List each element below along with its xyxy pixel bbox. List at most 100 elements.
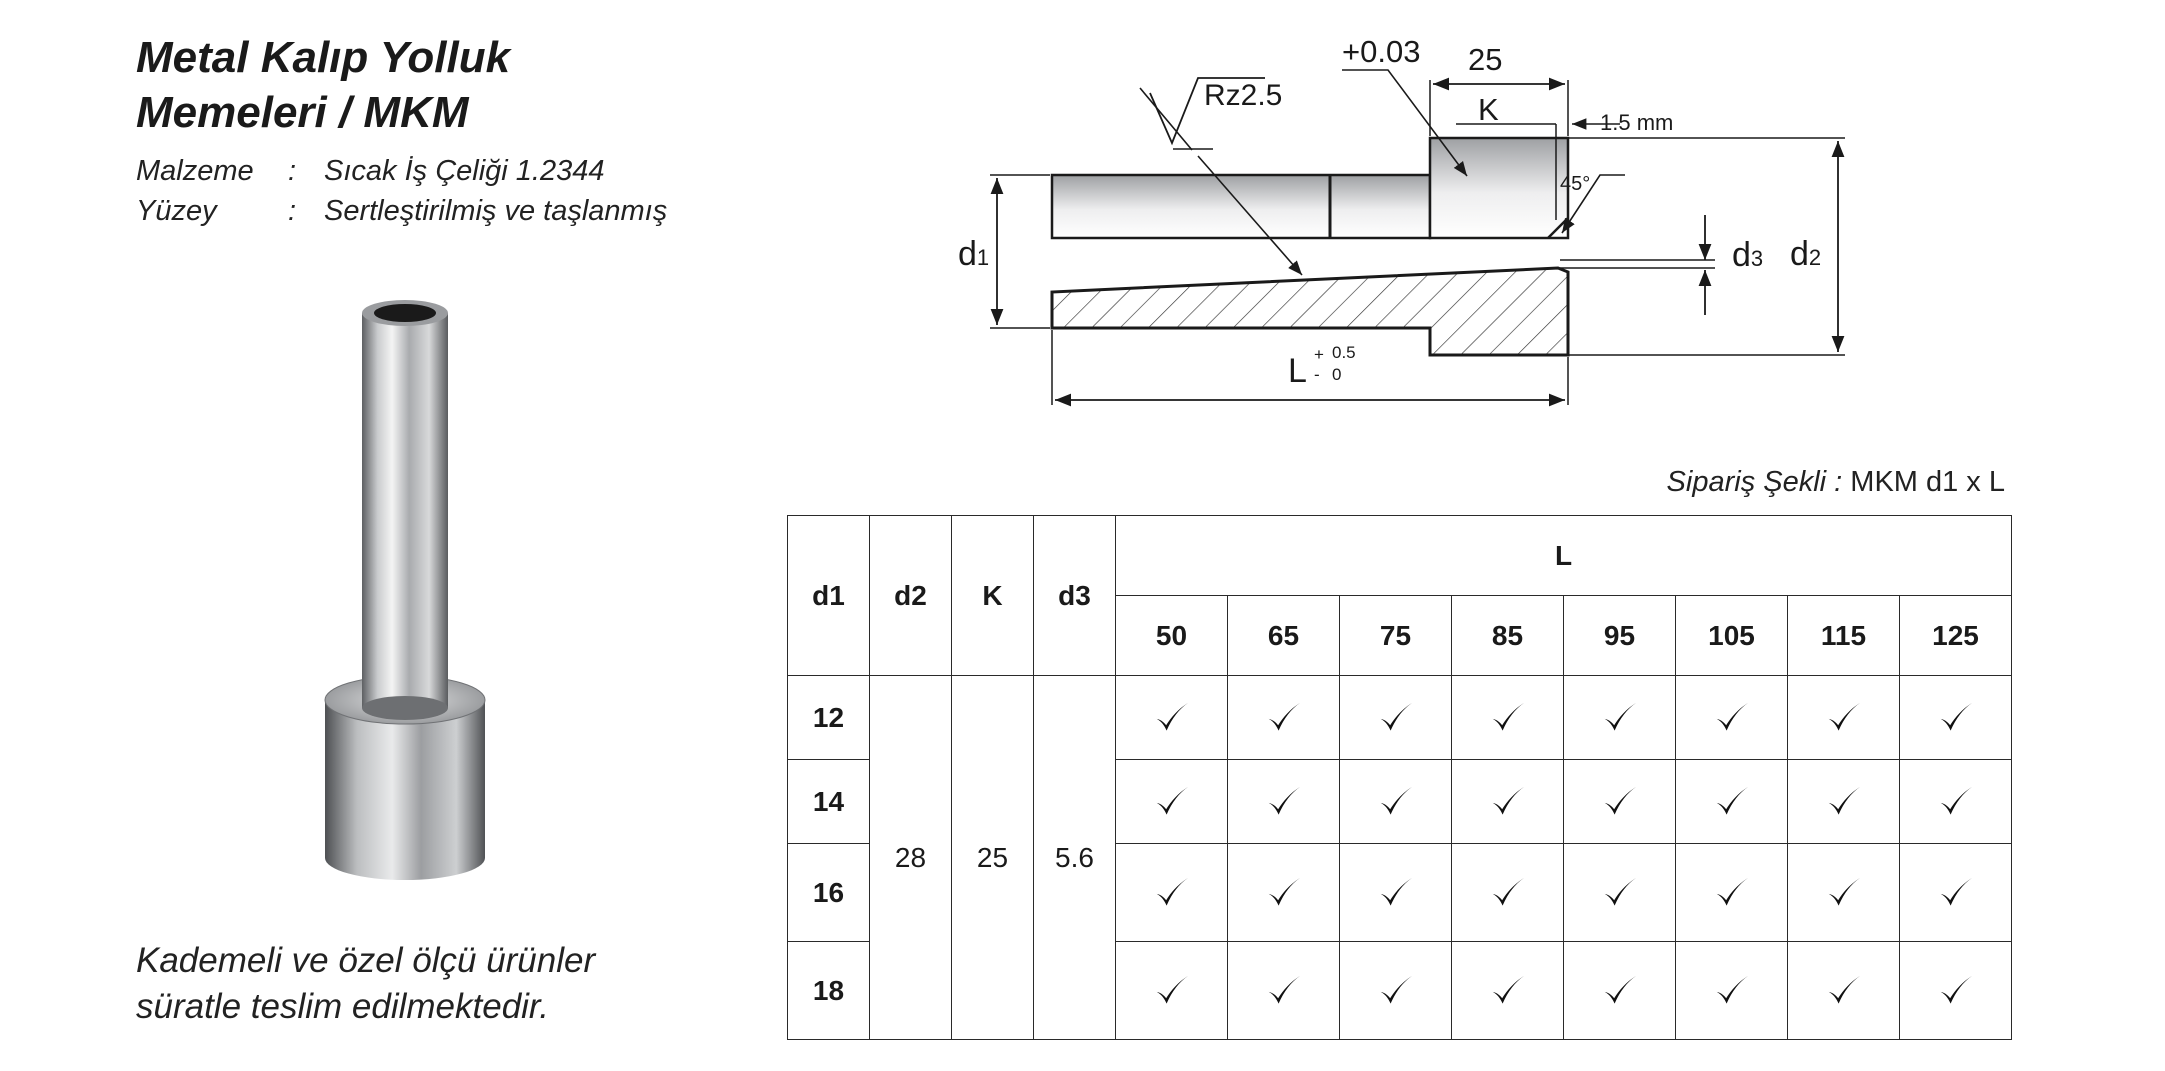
checkmark-icon [1156, 975, 1188, 1004]
spec-surface-value: Sertleştirilmiş ve taşlanmış [324, 195, 668, 227]
cell-availability [1787, 675, 1900, 760]
header-length: 65 [1227, 595, 1340, 676]
checkmark-icon [1828, 702, 1860, 731]
checkmark-icon [1268, 702, 1300, 731]
collar-upper [1428, 136, 1570, 240]
title-line-1: Metal Kalıp Yolluk [136, 33, 511, 82]
shaft-upper [1050, 173, 1432, 240]
checkmark-icon [1604, 702, 1636, 731]
section-lower [1050, 266, 1570, 357]
header-L: L [1115, 515, 2012, 596]
cell-availability [1451, 675, 1564, 760]
cell-availability [1227, 759, 1340, 844]
cell-availability [1675, 759, 1788, 844]
header-d2: d2 [869, 515, 952, 676]
cell-availability [1675, 675, 1788, 760]
dim-25-label: 25 [1468, 42, 1502, 77]
cell-availability [1787, 843, 1900, 942]
cell-availability [1675, 941, 1788, 1040]
product-title: Metal Kalıp Yolluk Memeleri / MKM [136, 30, 510, 140]
dim-L-minus: - [1314, 365, 1320, 384]
cell-d2: 28 [869, 675, 952, 1040]
cell-availability [1339, 843, 1452, 942]
cell-d3: 5.6 [1033, 675, 1116, 1040]
cell-availability [1563, 759, 1676, 844]
cell-availability [1451, 941, 1564, 1040]
header-d1: d1 [787, 515, 870, 676]
checkmark-icon [1492, 786, 1524, 815]
dim-K-label: K [1478, 92, 1499, 127]
checkmark-icon [1268, 877, 1300, 906]
checkmark-icon [1492, 877, 1524, 906]
cell-availability [1899, 759, 2012, 844]
checkmark-icon [1716, 786, 1748, 815]
header-length: 115 [1787, 595, 1900, 676]
cell-availability [1787, 941, 1900, 1040]
checkmark-icon [1716, 702, 1748, 731]
spec-surface-label: Yüzey [136, 195, 217, 227]
header-length: 95 [1563, 595, 1676, 676]
cell-availability [1563, 675, 1676, 760]
header-length: 105 [1675, 595, 1788, 676]
checkmark-icon [1268, 975, 1300, 1004]
angle-label: 45° [1560, 173, 1590, 195]
checkmark-icon [1156, 877, 1188, 906]
checkmark-icon [1604, 786, 1636, 815]
checkmark-icon [1380, 877, 1412, 906]
cell-d1: 12 [787, 675, 870, 760]
cell-availability [1451, 759, 1564, 844]
table-row: 18 [787, 941, 2012, 1040]
cell-K: 25 [951, 675, 1034, 1040]
cell-availability [1899, 675, 2012, 760]
header-length: 75 [1339, 595, 1452, 676]
spec-material-value: Sıcak İş Çeliği 1.2344 [324, 155, 605, 187]
cell-availability [1899, 941, 2012, 1040]
cell-availability [1115, 941, 1228, 1040]
header-d3: d3 [1033, 515, 1116, 676]
checkmark-icon [1380, 702, 1412, 731]
title-line-2: Memeleri / MKM [136, 88, 469, 137]
order-format-label: Sipariş Şekli : [1666, 466, 1843, 498]
checkmark-icon [1828, 877, 1860, 906]
dim-1-5-label: 1.5 mm [1600, 110, 1673, 135]
header-length: 85 [1451, 595, 1564, 676]
dim-d2-label: d2 [1790, 235, 1821, 273]
header-K: K [951, 515, 1034, 676]
cell-d1: 18 [787, 941, 870, 1040]
checkmark-icon [1492, 702, 1524, 731]
dim-d1-label: d1 [958, 235, 989, 273]
cell-availability [1899, 843, 2012, 942]
checkmark-icon [1828, 975, 1860, 1004]
checkmark-icon [1156, 702, 1188, 731]
checkmark-icon [1156, 786, 1188, 815]
table-row: 16 [787, 843, 2012, 942]
roughness-label: Rz2.5 [1204, 79, 1282, 112]
dim-L-lower-tol: 0 [1332, 365, 1341, 384]
cell-d1: 14 [787, 759, 870, 844]
checkmark-icon [1716, 975, 1748, 1004]
checkmark-icon [1604, 877, 1636, 906]
checkmark-icon [1716, 877, 1748, 906]
dim-L-upper-tol: 0.5 [1332, 343, 1356, 362]
cell-availability [1115, 759, 1228, 844]
order-format-value: MKM d1 x L [1850, 466, 2005, 498]
spec-surface-sep: : [288, 195, 297, 227]
delivery-note-line-1: Kademeli ve özel ölçü ürünler [136, 941, 596, 980]
checkmark-icon [1828, 786, 1860, 815]
dim-L-plus: + [1314, 345, 1324, 364]
checkmark-icon [1380, 786, 1412, 815]
dim-d3-label: d3 [1732, 236, 1763, 274]
cell-availability [1227, 675, 1340, 760]
spec-material: Malzeme:Sıcak İş Çeliği 1.2344 [136, 155, 604, 188]
checkmark-icon [1940, 975, 1972, 1004]
cell-availability [1227, 941, 1340, 1040]
cell-availability [1675, 843, 1788, 942]
dim-L-label: L [1288, 352, 1307, 390]
technical-drawing: d1 d2 d3 L + - 0.5 0 25 K 1.5 mm 45° +0.… [958, 34, 1845, 407]
cell-availability [1451, 843, 1564, 942]
cell-availability [1115, 843, 1228, 942]
cell-availability [1339, 759, 1452, 844]
